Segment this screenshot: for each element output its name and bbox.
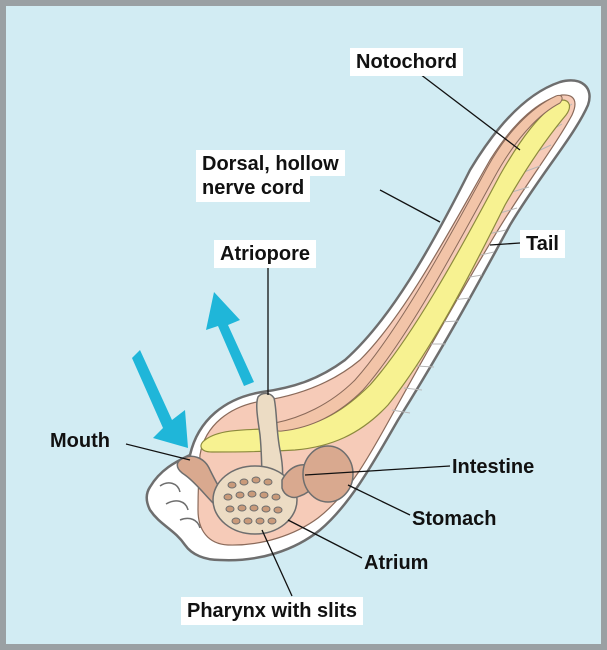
label-mouth: Mouth	[50, 429, 110, 453]
label-dorsal-nerve-cord-line2: nerve cord	[196, 176, 310, 202]
label-pharynx: Pharynx with slits	[181, 597, 363, 625]
label-dorsal-nerve-cord-line1: Dorsal, hollow	[196, 150, 345, 176]
label-tail: Tail	[520, 230, 565, 258]
label-intestine: Intestine	[452, 455, 534, 479]
label-atrium: Atrium	[364, 551, 428, 575]
label-stomach: Stomach	[412, 507, 496, 531]
label-notochord: Notochord	[350, 48, 463, 76]
label-atriopore: Atriopore	[214, 240, 316, 268]
